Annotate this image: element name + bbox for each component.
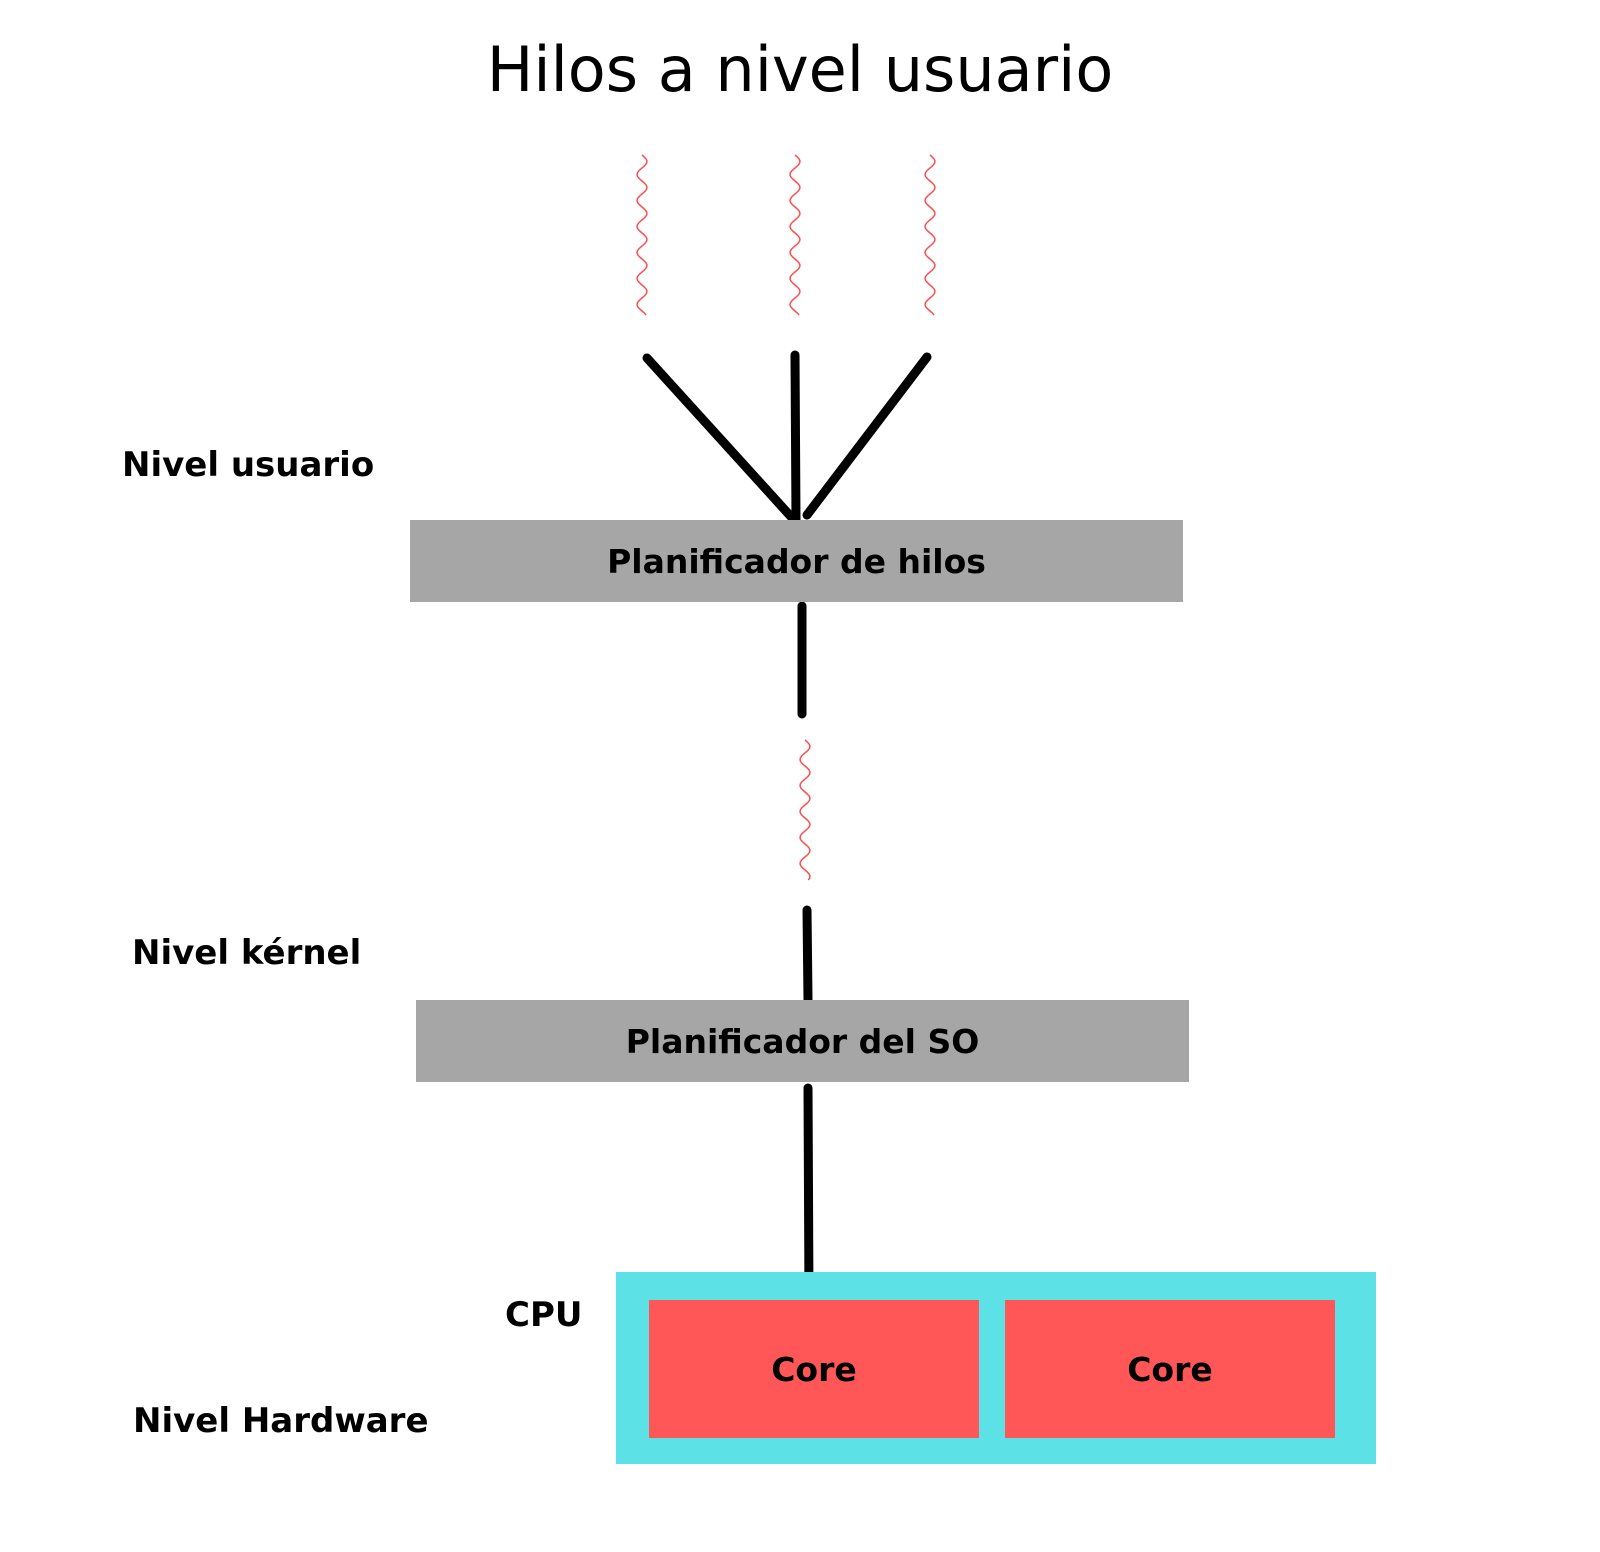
cpu-label: CPU <box>505 1295 583 1335</box>
os-scheduler-label: Planificador del SO <box>625 1021 980 1061</box>
core-box-1: Core <box>649 1300 979 1438</box>
kernel-thread <box>799 739 811 881</box>
core-label-1: Core <box>771 1349 857 1389</box>
user-thread-3 <box>924 154 936 316</box>
kernel-level-label: Nivel kérnel <box>132 933 362 973</box>
user-thread-1 <box>636 154 648 316</box>
thread-scheduler-label: Planificador de hilos <box>607 541 986 581</box>
core-box-2: Core <box>1005 1300 1335 1438</box>
hardware-level-label: Nivel Hardware <box>133 1401 429 1441</box>
thread-1-connector <box>642 353 799 525</box>
core-label-2: Core <box>1127 1349 1213 1389</box>
thread-3-connector <box>802 352 932 520</box>
thread-scheduler-box: Planificador de hilos <box>410 520 1183 602</box>
os-scheduler-to-cpu-line <box>803 1083 814 1305</box>
kernel-thread-to-os-scheduler-line <box>802 905 813 1005</box>
diagram-title: Hilos a nivel usuario <box>486 33 1114 106</box>
os-scheduler-box: Planificador del SO <box>416 1000 1189 1082</box>
user-thread-2 <box>789 154 801 316</box>
thread-2-connector <box>790 350 801 525</box>
user-level-label: Nivel usuario <box>122 445 375 485</box>
